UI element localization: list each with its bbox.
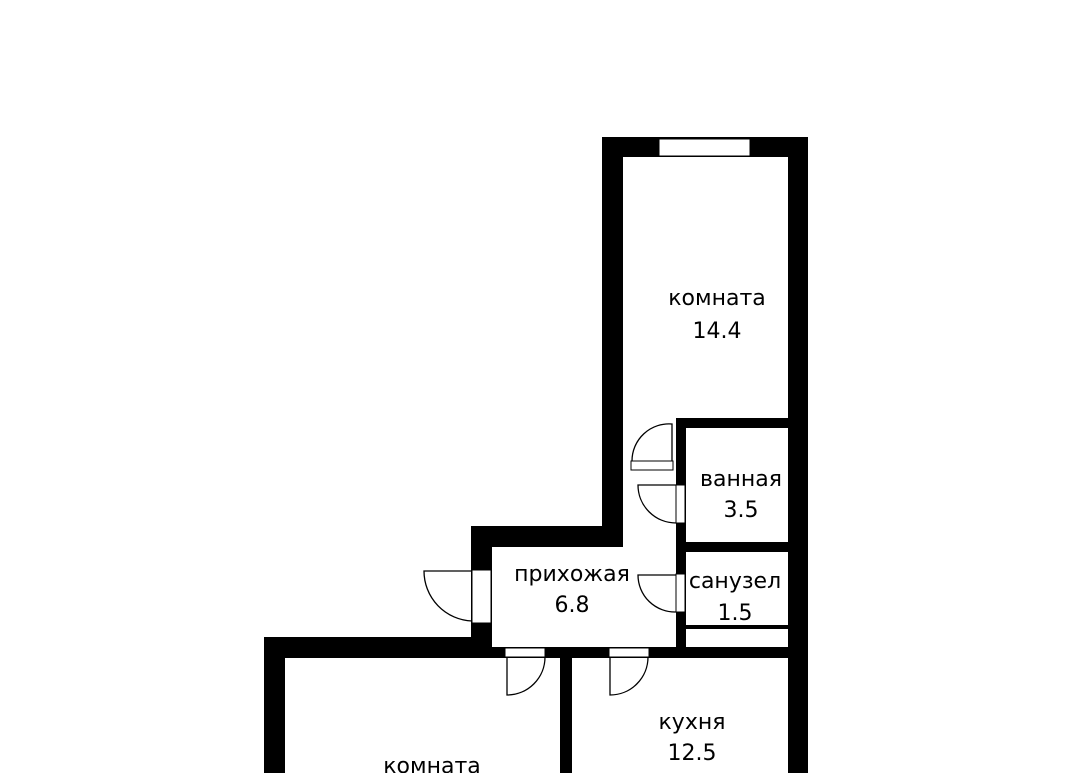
- wall-hall-top: [471, 526, 623, 547]
- room-name: кухня: [659, 710, 726, 735]
- wall-lower-left: [264, 637, 285, 773]
- door-room1-swing: [631, 423, 673, 462]
- doors: [423, 423, 686, 696]
- room-name: комната: [668, 286, 766, 311]
- wall-room-kitchen: [560, 657, 572, 773]
- wall-room1-left: [602, 137, 623, 547]
- door-entrance-swing: [423, 570, 473, 622]
- window: [658, 138, 751, 157]
- wall-bath-sanuzel: [676, 542, 790, 552]
- door-room1-sill: [630, 460, 674, 471]
- room-name: комната: [383, 754, 481, 773]
- door-room2-sill: [504, 647, 546, 658]
- room-area: 14.4: [693, 319, 742, 344]
- wall-lower-top: [264, 637, 492, 658]
- door-kitchen-sill: [608, 647, 650, 658]
- wall-sanuzel-bottom-thin: [682, 625, 790, 629]
- door-sanuzel-swing: [637, 574, 677, 613]
- room-area: 1.5: [718, 601, 753, 626]
- door-entrance-sill: [471, 569, 492, 624]
- room-area: 3.5: [724, 498, 759, 523]
- door-sanuzel-sill: [675, 573, 686, 613]
- wall-room1-bath: [676, 418, 790, 428]
- door-kitchen-swing: [609, 656, 649, 696]
- room-labels: комната 14.4 ванная 3.5 прихожая 6.8 сан…: [383, 286, 782, 773]
- door-room2-swing: [506, 656, 546, 696]
- room-name: ванная: [700, 467, 782, 492]
- walls: [264, 137, 808, 773]
- room-area: 12.5: [668, 741, 717, 766]
- room-name: прихожая: [514, 562, 630, 587]
- wall-right: [788, 137, 808, 773]
- wall-bath-vertical: [676, 418, 686, 658]
- room-area: 6.8: [555, 593, 590, 618]
- room-name: санузел: [689, 569, 781, 594]
- door-bath-swing: [637, 484, 677, 524]
- door-bath-sill: [675, 484, 686, 524]
